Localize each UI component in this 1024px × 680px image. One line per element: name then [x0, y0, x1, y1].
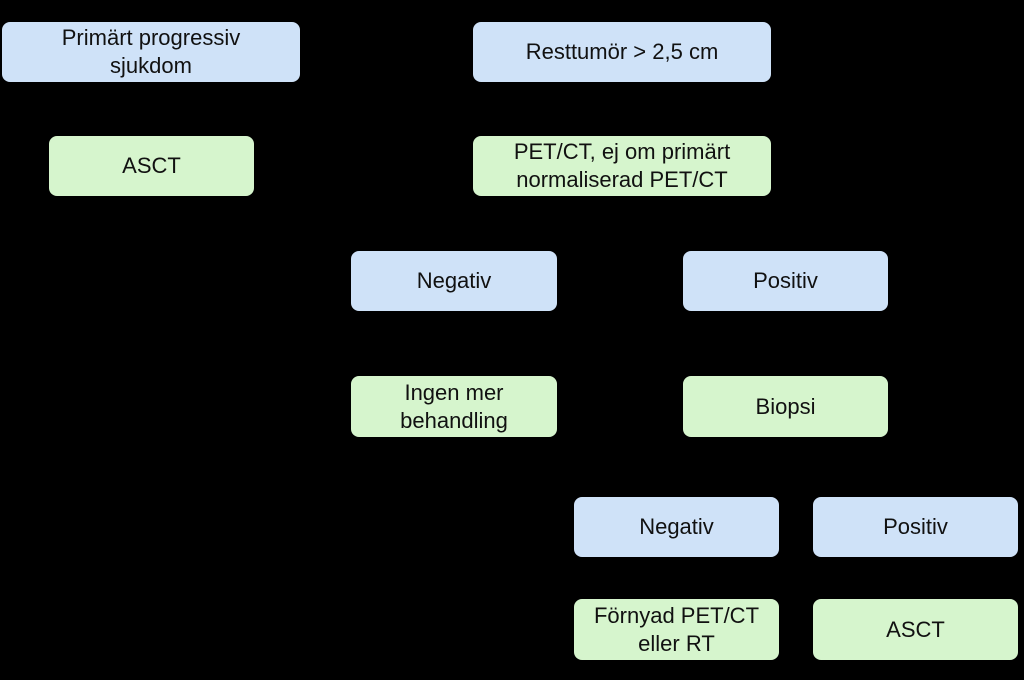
- node-negativ-1: Negativ: [351, 251, 557, 311]
- node-resttumor: Resttumör > 2,5 cm: [473, 22, 771, 82]
- node-ingen-mer-behandling: Ingen mer behandling: [351, 376, 557, 437]
- node-asct-left: ASCT: [49, 136, 254, 196]
- node-petct: PET/CT, ej om primärt normaliserad PET/C…: [473, 136, 771, 196]
- node-negativ-2: Negativ: [574, 497, 779, 557]
- node-fornyad-petct-eller-rt: Förnyad PET/CT eller RT: [574, 599, 779, 660]
- node-biopsi: Biopsi: [683, 376, 888, 437]
- node-positiv-1: Positiv: [683, 251, 888, 311]
- node-positiv-2: Positiv: [813, 497, 1018, 557]
- node-primart-progressiv-sjukdom: Primärt progressiv sjukdom: [2, 22, 300, 82]
- node-asct-right: ASCT: [813, 599, 1018, 660]
